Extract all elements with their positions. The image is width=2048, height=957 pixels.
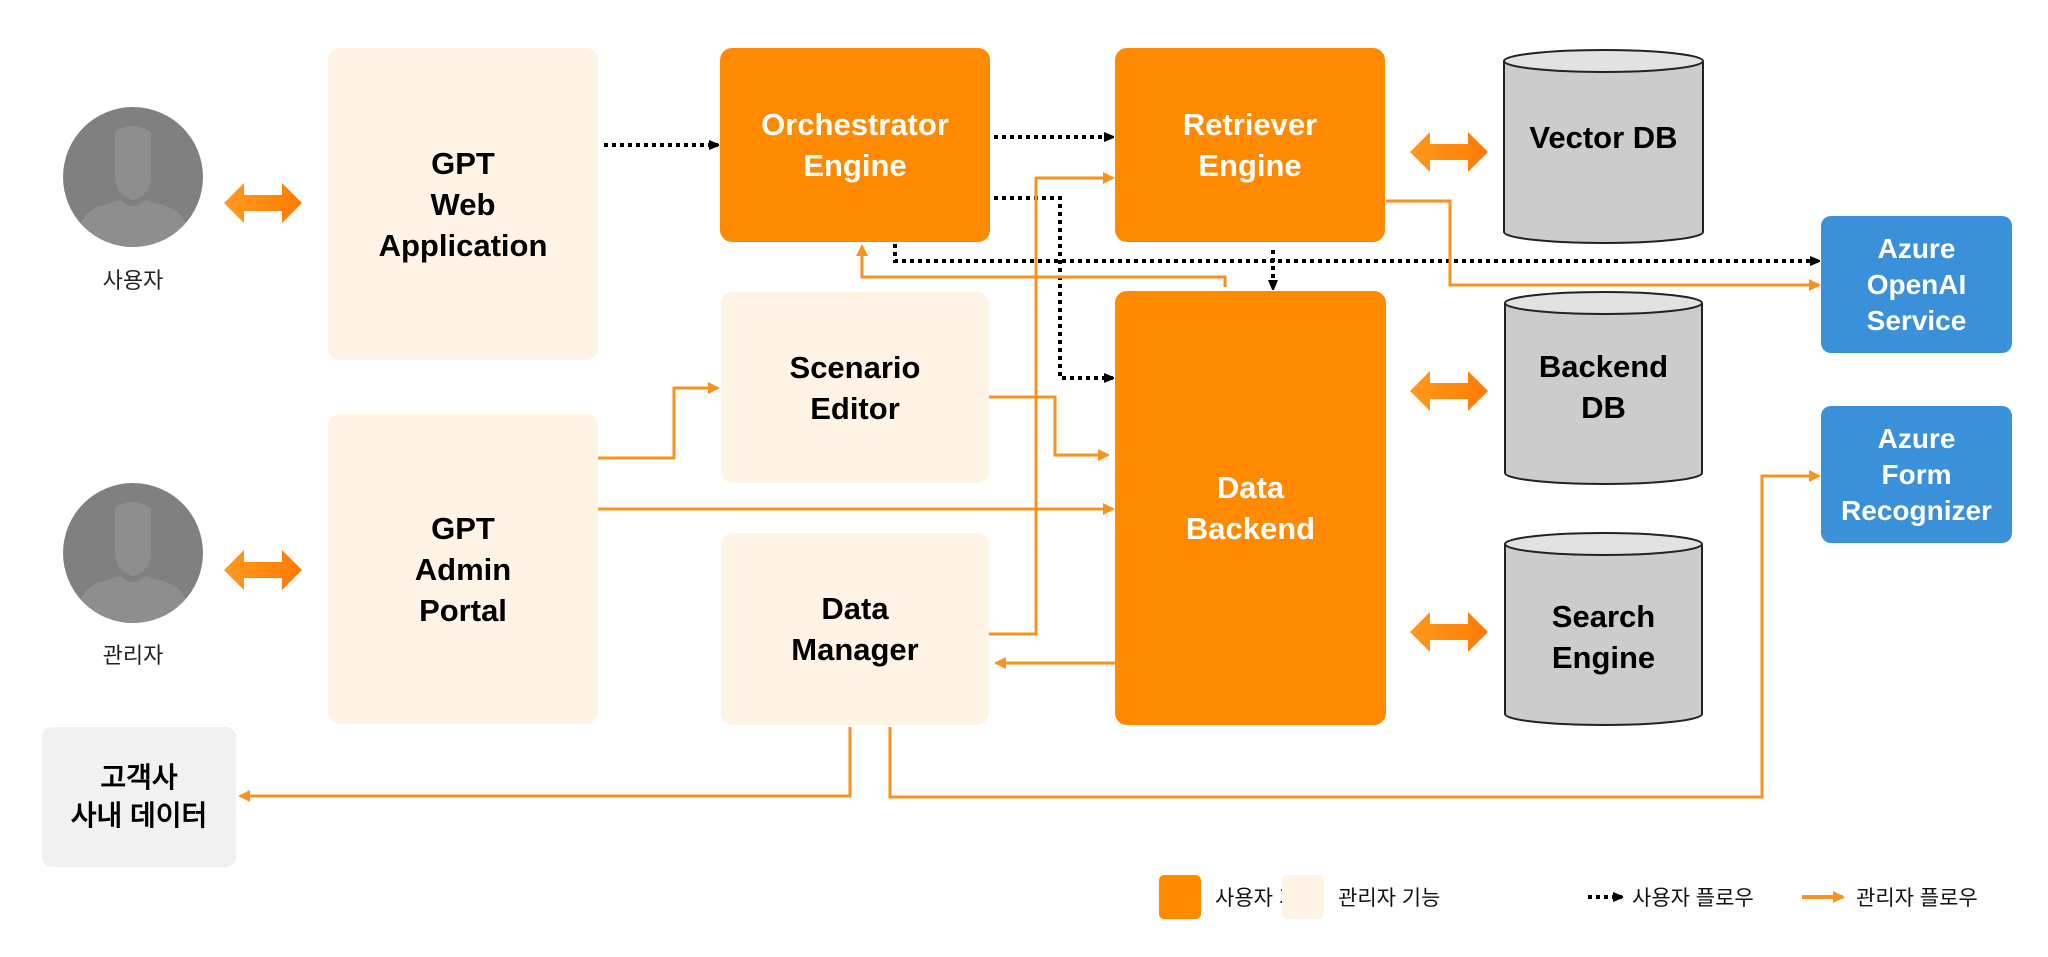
admin-avatar [63, 483, 203, 623]
backend-db-label: Backend DB [1538, 349, 1669, 425]
vector-db-label: Vector DB [1529, 119, 1678, 155]
customer-internal-data-node[interactable]: 고객사 사내 데이터 [42, 727, 236, 867]
user-avatar [63, 107, 203, 247]
double-arrow-icon [1410, 612, 1488, 652]
double-arrow-icon [1410, 132, 1488, 172]
double-arrow-icon [1410, 371, 1488, 411]
flow-databackend-to-orchestrator [856, 244, 1227, 287]
legend-user-flow: 사용자 플로우 [1632, 875, 1754, 919]
cylinder-top [1504, 291, 1703, 315]
cylinder-body [1503, 61, 1704, 244]
legend-label: 사용자 플로우 [1632, 887, 1754, 910]
flow-datamanager-to-form-recognizer [888, 470, 1821, 799]
user-actor-label: 사용자 [102, 268, 164, 293]
legend-admin-fn-swatch [1282, 875, 1324, 919]
azure-openai-service-node[interactable]: Azure OpenAI Service [1821, 216, 2012, 353]
retriever-engine-node[interactable]: Retriever Engine [1115, 48, 1385, 242]
gpt-admin-portal-node[interactable]: GPT Admin Portal [328, 414, 598, 724]
data-backend-node[interactable]: Data Backend [1115, 291, 1386, 725]
search-engine-cylinder [1504, 532, 1703, 726]
cylinder-body [1504, 544, 1703, 726]
legend-admin-flow: 관리자 플로우 [1856, 875, 1978, 919]
double-arrow-icon [224, 550, 302, 590]
flow-orchestrator-to-databackend [994, 196, 1113, 378]
flow-scenario-to-databackend [989, 395, 1110, 461]
legend-label: 관리자 기능 [1338, 887, 1441, 910]
legend-admin-function: 관리자 기능 [1282, 875, 1440, 919]
search-engine-label: Search Engine [1551, 599, 1656, 675]
orchestrator-engine-node[interactable]: Orchestrator Engine [720, 48, 990, 242]
admin-actor-label: 관리자 [102, 643, 164, 668]
cylinder-body [1504, 303, 1703, 485]
data-manager-node[interactable]: Data Manager [721, 533, 989, 725]
double-arrow-icon [224, 183, 302, 223]
legend-label: 관리자 플로우 [1856, 887, 1978, 910]
cylinder-top [1503, 49, 1704, 73]
azure-form-recognizer-node[interactable]: Azure Form Recognizer [1821, 406, 2012, 543]
flow-retriever-to-azure-openai [1386, 199, 1821, 291]
gpt-web-application-node[interactable]: GPT Web Application [328, 48, 598, 360]
scenario-editor-node[interactable]: Scenario Editor [721, 292, 989, 483]
flow-datamanager-to-retriever [989, 172, 1115, 636]
flow-datamanager-to-customer-data [238, 727, 852, 802]
flow-portal-to-scenario [598, 382, 720, 460]
legend-user-fn-swatch [1159, 875, 1201, 919]
backend-db-cylinder [1504, 291, 1703, 485]
flow-orchestrator-to-azure-openai [893, 244, 1819, 261]
cylinder-top [1504, 532, 1703, 556]
vector-db-cylinder [1503, 49, 1704, 244]
